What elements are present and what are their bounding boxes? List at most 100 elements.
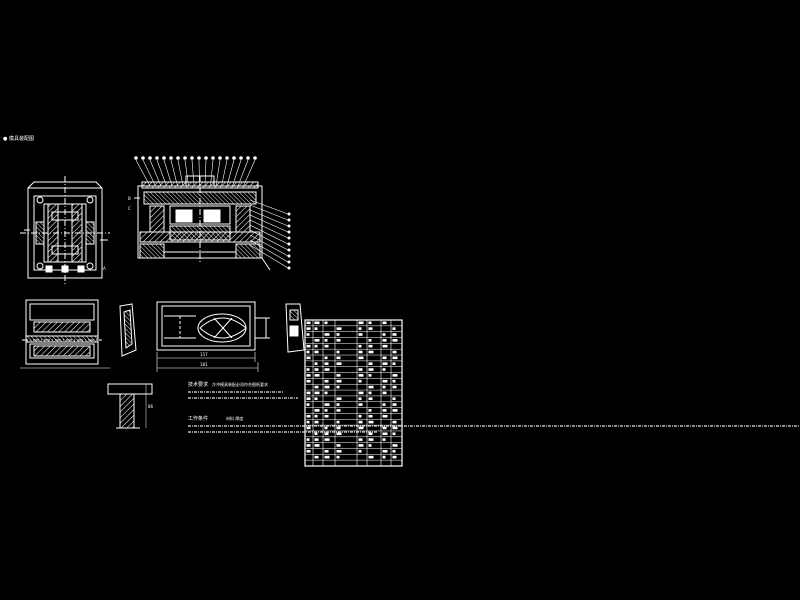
balloon: [287, 224, 291, 228]
table-cell-mark: [358, 420, 363, 424]
table-cell-mark: [324, 426, 328, 430]
table-cell-mark: [382, 414, 388, 418]
table-cell-mark: [324, 379, 329, 383]
balloon: [287, 260, 291, 264]
tech-subline-1: 冷冲模具装配必须符合图纸要求: [212, 381, 268, 387]
table-cell-mark: [358, 391, 364, 395]
balloon: [239, 156, 243, 160]
table-cell-mark: [382, 356, 387, 360]
table-cell-mark: [314, 455, 319, 459]
table-cell-mark: [306, 374, 311, 377]
table-cell-mark: [382, 344, 388, 348]
balloon: [183, 156, 187, 160]
table-cell-mark: [314, 374, 320, 377]
table-cell-mark: [324, 449, 329, 453]
balloon: [287, 218, 291, 222]
table-cell-mark: [314, 432, 318, 436]
table-cell-mark: [392, 409, 398, 412]
table-cell-mark: [368, 391, 372, 395]
table-cell-mark: [368, 321, 372, 325]
table-cell-mark: [306, 333, 310, 336]
right-part-view: [285, 303, 305, 353]
balloon: [169, 156, 173, 160]
tech-heading-1: 技术要求: [188, 381, 208, 388]
table-cell-mark: [382, 321, 387, 325]
table-cell-mark: [324, 362, 329, 365]
right-leader-lines: [249, 199, 291, 270]
table-cell-mark: [314, 414, 318, 418]
table-cell-mark: [358, 356, 364, 360]
table-cell-mark: [368, 444, 372, 447]
table-cell-mark: [336, 409, 341, 412]
table-cell-mark: [358, 414, 362, 418]
table-cell-mark: [306, 397, 311, 401]
table-cell-mark: [306, 444, 311, 447]
table-cell-mark: [324, 321, 328, 325]
table-cell-mark: [336, 362, 342, 365]
table-cell-mark: [392, 374, 398, 377]
table-cell-mark: [392, 327, 396, 330]
table-cell-mark: [314, 385, 319, 389]
table-cell-mark: [368, 420, 374, 424]
table-cell-mark: [358, 368, 363, 371]
leader-line: [249, 219, 289, 239]
table-cell-mark: [324, 432, 329, 436]
drawing-title: ● 模具装配图: [3, 135, 34, 142]
table-cell-mark: [324, 333, 330, 336]
table-frame: [304, 319, 403, 467]
table-cell-mark: [368, 397, 373, 401]
balloon: [176, 156, 180, 160]
table-cell-mark: [336, 374, 341, 377]
balloon: [287, 242, 291, 246]
table-cell-mark: [314, 321, 320, 325]
table-cell-mark: [324, 438, 330, 441]
lower-die-view: [20, 299, 110, 369]
table-cell-mark: [324, 385, 330, 389]
leader-line: [249, 239, 289, 263]
table-cell-mark: [382, 368, 386, 371]
table-cell-mark: [336, 449, 342, 453]
table-cell-mark: [368, 432, 373, 436]
table-cell-mark: [368, 438, 374, 441]
table-cell-mark: [392, 426, 398, 430]
table-cell-mark: [392, 444, 398, 447]
table-cell-mark: [382, 438, 386, 441]
table-cell-mark: [314, 362, 318, 365]
balloon: [246, 156, 250, 160]
table-cell-mark: [314, 397, 318, 401]
table-cell-mark: [358, 397, 362, 401]
table-cell-mark: [392, 333, 397, 336]
table-cell-mark: [382, 409, 387, 412]
part-plan-view: 157 181: [156, 301, 270, 372]
table-cell-mark: [306, 403, 310, 406]
dim-width-b: 181: [200, 362, 208, 367]
table-cell-mark: [358, 449, 362, 453]
table-cell-mark: [306, 327, 311, 330]
table-cell-mark: [382, 391, 387, 395]
table-cell-mark: [324, 356, 328, 360]
technical-requirements: 技术要求 冷冲模具装配必须符合图纸要求 工作条件 材料 厚度: [188, 381, 800, 433]
balloon: [253, 156, 257, 160]
table-cell-mark: [368, 455, 374, 459]
table-cell-mark: [306, 414, 311, 418]
leader-line: [249, 229, 289, 251]
balloon: [155, 156, 159, 160]
table-cell-mark: [358, 438, 363, 441]
table-cell-mark: [368, 362, 373, 365]
table-cell-mark: [336, 444, 341, 447]
balloon: [141, 156, 145, 160]
balloon: [287, 230, 291, 234]
svg-text:C: C: [128, 206, 131, 211]
table-cell-mark: [306, 321, 311, 325]
table-cell-mark: [314, 368, 319, 371]
table-cell-mark: [336, 397, 342, 401]
balloon: [197, 156, 201, 160]
table-cell-mark: [392, 356, 398, 360]
punch-detail-view: 86: [107, 383, 154, 429]
table-cell-mark: [392, 397, 396, 401]
table-cell-mark: [392, 449, 396, 453]
table-cell-mark: [368, 409, 372, 412]
table-cell-mark: [358, 321, 364, 325]
table-cell-mark: [392, 379, 396, 383]
balloon: [134, 156, 138, 160]
